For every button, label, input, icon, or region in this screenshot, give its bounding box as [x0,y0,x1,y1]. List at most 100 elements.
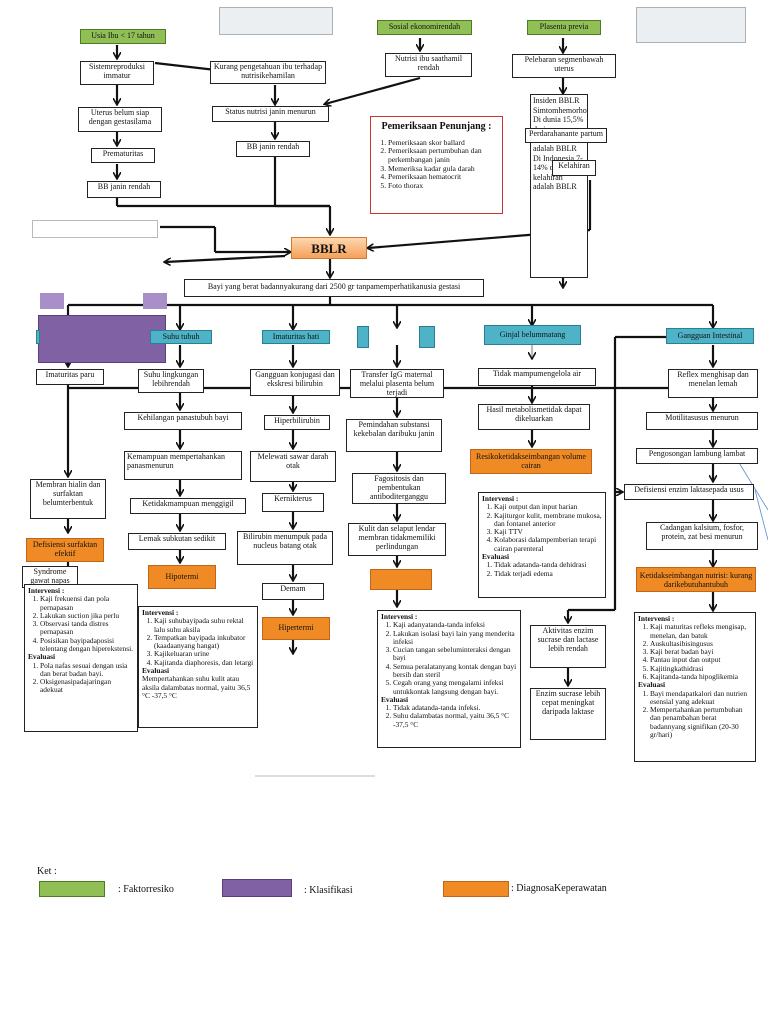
dx-hyperthermia: Hipertermi [262,617,330,640]
hyperbilirubin-box: Hiperbilirubin [264,415,330,430]
kelahiran-box: Kelahiran [552,160,596,176]
class-respiratory-box [38,315,166,363]
penunjang-item: Pemeriksaan pertumbuhan dan perkembangan… [388,146,497,164]
col4-intervention: Intervensi : Kaji adanyatanda-tanda infe… [377,610,521,748]
kernicterus-box: Kernikterus [262,493,324,512]
col5-intervention: Intervensi : Kaji output dan input haria… [478,492,606,598]
subcutan-box: Lemak subkutan sedikit [128,533,226,550]
iv-item: Kolaborasi dalampemberian terapi cairan … [494,536,602,553]
heat-maintain-box: Kemampuan mempertahankan panasmenurun [124,451,242,480]
iv-list: Kaji maturitas refleks mengisap, menelan… [638,623,752,681]
placenta-widen-box: Pelebaran segmenbawah uterus [512,54,616,78]
motility-box: Motilitasusus menurun [646,412,758,430]
iv-title: Intervensi : [28,586,65,595]
enzyme-sucrase-box: Enzim sucrase lebih cepat meningkat dari… [530,688,606,740]
class-ginjal: Ginjal belummatang [484,325,581,345]
ev-item: Tidak adatanda-tanda infeksi. [393,703,517,712]
iv-item: Lakukan suction jika perlu [40,611,134,620]
dx-infection-risk [370,569,432,590]
metabolism-box: Hasil metabolismetidak dapat dikeluarkan [478,404,590,430]
fever-box: Demam [262,583,324,600]
penunjang-item: Memeriksa kadar gula darah [388,164,497,174]
bb-low-left-box: BB janin rendah [87,181,161,198]
igg-box: Transfer IgG maternal melalui plasenta b… [350,369,444,398]
col6-intervention: Intervensi : Kaji maturitas refleks meng… [634,612,756,762]
enzyme-activity-box: Aktivitas enzim sucrase dan lactase lebi… [530,625,606,668]
iv-title: Intervensi : [482,494,519,503]
col2-intervention: Intervensi : Kaji suhubayipada suhu rekt… [138,606,258,728]
iv-item: Pantau input dan output [650,656,752,665]
reserve-box: Cadangan kalsium, fosfor, protein, zat b… [646,522,758,550]
bblr-center: BBLR [291,237,367,259]
iv-item: Kaji output dan input harian [494,502,602,511]
nutrition-mother-box: Nutrisi ibu saathamil rendah [385,53,472,77]
ev-title: Evaluasi [482,551,510,561]
blank-box [32,220,158,238]
bblr-definition: Bayi yang berat badannyakurang dari 2500… [184,279,484,297]
bb-low-mid-box: BB janin rendah [236,141,310,157]
risk-factor-age: Usia Ibu < 17 tahun [80,29,166,44]
fetal-nutrition-box: Status nutrisi janin menurun [212,106,329,122]
ev-item: Tidak adatanda-tanda dehidrasi [494,560,602,569]
risk-factor-placenta: Plasenta previa [527,20,601,35]
uterus-box: Uterus belum siap dengan gestasilama [78,107,162,132]
iv-title: Intervensi : [381,612,418,621]
ev-list: Tidak adatanda-tanda infeksi. Suhu dalam… [381,703,517,729]
class-imun: Imaturitas hati [262,330,330,344]
conjugation-box: Gangguan konjugasi dan ekskresi bilirubi… [250,369,340,396]
penunjang-item: Pemeriksaan skor ballard [388,138,497,148]
dx-surfactant: Defisiensi surfaktan efektif [26,538,104,562]
iv-item: Kaji berat badan bayi [650,647,752,656]
blank-header-box [636,7,746,43]
ev-list: Bayi mendapatkalori dan nutrien esensial… [638,689,752,740]
shiver-box: Ketidakmampuan menggigil [130,498,246,514]
iv-item: Auskultasibisingusus [650,639,752,648]
skin-box: Kulit dan selaput lendar membran tidakme… [348,523,446,556]
iv-item: Semua peralatanyang kontak dengan bayi b… [393,662,517,680]
ev-item: Mempertahankan pertumbuhan dan penambaha… [650,705,752,739]
immune-transfer-box: Pemindahan substansi kekebalan daribuku … [346,419,442,452]
iv-item: Kajiturgor kulit, membrane mukosa, dan f… [494,511,602,529]
iv-item: Cegah orang yang mengalami infeksi untuk… [393,679,517,696]
iv-item: Posisikan bayipadaposisi telentang denga… [40,636,134,654]
col1-intervention: Intervensi : Kaji frekuensi dan pola per… [24,584,138,732]
iv-item: Kaji adanyatanda-tanda infeksi [393,620,517,629]
iv-list: Kaji output dan input harian Kajiturgor … [482,502,602,553]
teal-marker [36,330,40,344]
legend-swatch-faktor [39,881,105,897]
class-immune-box [357,326,435,348]
legend-klasifikasi: : Klasifikasi [304,885,353,896]
hyaline-box: Membran hialin dan surfaktan belumterben… [30,479,106,519]
ev-item: Bayi mendapatkalori dan nutrien esensial… [650,689,752,707]
lung-immature-box: Imaturitas paru [36,369,104,385]
iv-item: Kajikeluaran urine [154,650,254,659]
phagocytosis-box: Fagositosis dan pembentukan antiboditerg… [352,473,446,504]
ev-title: Evaluasi [142,665,170,675]
dx-nutrition: Ketidakseimbangan nutrisi: kurang darike… [636,567,756,592]
iv-item: Lakukan isolasi bayi lain yang menderita… [393,629,517,647]
purple-marker [40,293,64,309]
penunjang-item: Foto thorax [388,181,497,191]
legend-ket: Ket : [37,866,57,877]
antepartum-box: Perdarahanante partum [525,128,607,143]
iv-list: Kaji frekuensi dan pola pernapasan Lakuk… [28,595,134,653]
iv-item: Observasi tanda distres pernapasan [40,620,134,637]
knowledge-box: Kurang pengetahuan ibu terhadap nutrisik… [210,61,326,84]
iv-item: Tempatkan bayipada inkubator (kaadaanyan… [154,633,254,651]
iv-item: Kaji frekuensi dan pola pernapasan [40,595,134,612]
lactase-box: Defisiensi enzim laktasepada usus [624,484,754,500]
iv-item: Kaji maturitas refleks mengisap, menelan… [650,623,752,640]
premature-box: Prematuritas [91,148,155,163]
legend-swatch-klasifikasi [222,879,292,897]
iv-title: Intervensi : [638,614,675,623]
water-box: Tidak mampumengelola air [478,368,596,386]
iv-item: Kaji TTV [494,527,602,536]
ev-list: Tidak adatanda-tanda dehidrasi Tidak ter… [482,560,602,578]
ev-list: Pola nafas sesuai dengan usia dan berat … [28,661,134,695]
iv-item: Cucian tangan sebeluminteraksi dengan ba… [393,646,517,663]
bbb-box: Melewati sawar darah otak [250,451,336,482]
iv-item: Kajitanda-tanda hipoglikemia [650,672,752,681]
heat-loss-box: Kehilangan panastubuh bayi [124,412,242,430]
purple-marker [143,293,167,309]
